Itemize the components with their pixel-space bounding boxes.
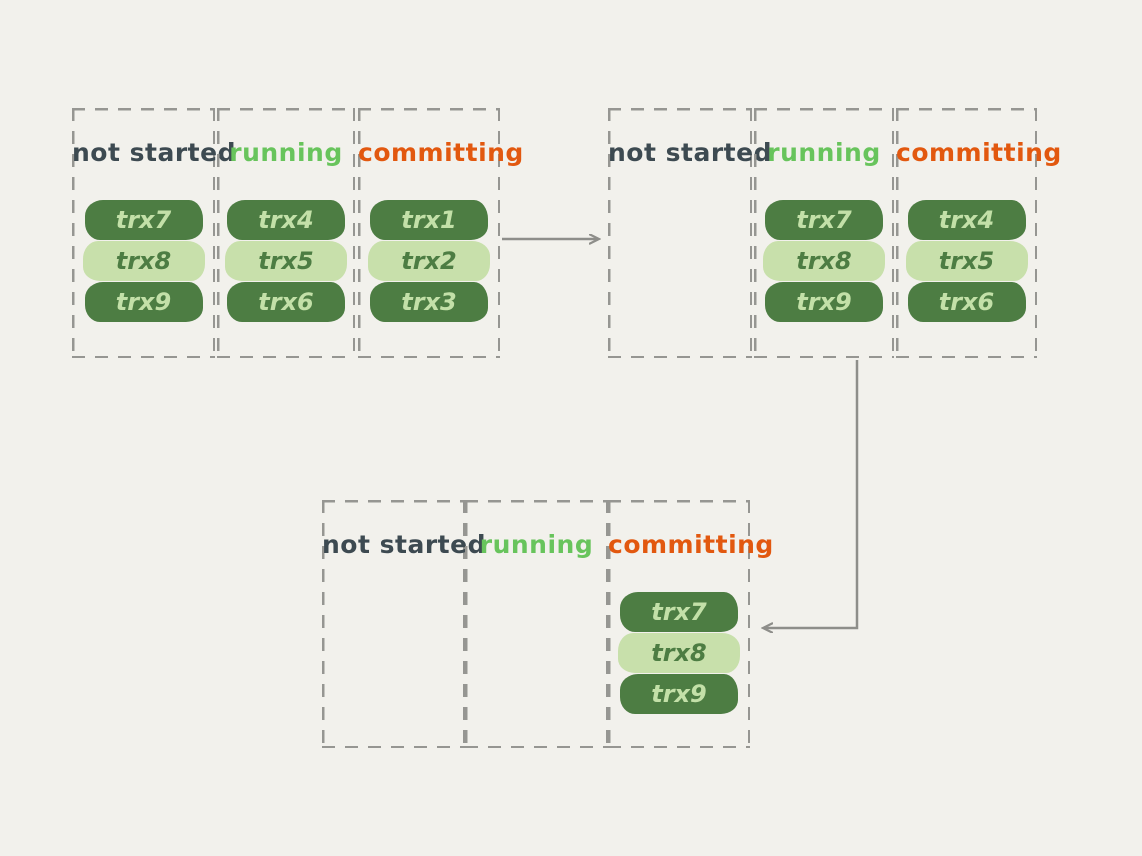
committing-label: committing [358, 138, 524, 167]
trx-pill: trx7 [765, 200, 883, 240]
trx-pill: trx5 [905, 241, 1028, 281]
trx-pill: trx7 [620, 592, 738, 632]
trx-pill: trx8 [618, 633, 740, 673]
trx-pill: trx9 [620, 674, 738, 714]
committing-label: committing [608, 530, 774, 559]
trx-pill: trx8 [82, 241, 205, 281]
snapshot2-running-column: running trx7 trx8 trx9 [754, 108, 894, 358]
trx-pill: trx9 [84, 282, 203, 322]
trx-pill: trx1 [370, 200, 488, 240]
snapshot1-committing-column: committing trx1 trx2 trx3 [358, 108, 524, 358]
trx-pill: trx9 [765, 282, 883, 322]
not-started-label: not started [608, 138, 772, 167]
snapshot1-running-pills: trx4 trx5 trx6 [217, 200, 355, 322]
snapshot1-not-started-pills: trx7 trx8 trx9 [72, 200, 215, 322]
snapshot3-committing-pills: trx7 trx8 trx9 [608, 592, 750, 714]
running-label: running [229, 138, 343, 167]
trx-pill: trx2 [368, 241, 490, 281]
snapshot2-not-started-column: not started [608, 108, 772, 358]
not-started-label: not started [72, 138, 236, 167]
trx-pill: trx8 [763, 241, 885, 281]
snapshot2-running-pills: trx7 trx8 trx9 [754, 200, 894, 322]
running-label: running [479, 530, 594, 559]
snapshot1-committing-pills: trx1 trx2 trx3 [358, 200, 500, 322]
trx-pill: trx6 [227, 282, 345, 322]
snapshot3-running-column: running [465, 500, 608, 748]
snapshot2-committing-column: committing trx4 trx5 trx6 [896, 108, 1062, 358]
snapshot1-running-column: running trx4 trx5 trx6 [217, 108, 355, 358]
trx-pill: trx5 [225, 241, 347, 281]
trx-pill: trx3 [370, 282, 488, 322]
not-started-label: not started [322, 530, 486, 559]
trx-pill: trx7 [84, 200, 203, 240]
snapshot3-not-started-column: not started [322, 500, 486, 748]
running-label: running [767, 138, 881, 167]
committing-label: committing [896, 138, 1062, 167]
trx-pill: trx4 [907, 200, 1026, 240]
trx-pill: trx6 [907, 282, 1026, 322]
snapshot3-committing-column: committing trx7 trx8 trx9 [608, 500, 774, 748]
snapshot2-committing-pills: trx4 trx5 trx6 [896, 200, 1037, 322]
trx-pill: trx4 [227, 200, 345, 240]
snapshot1-not-started-column: not started trx7 trx8 trx9 [72, 108, 236, 358]
arrow-snapshot2-to-snapshot3 [764, 360, 859, 628]
